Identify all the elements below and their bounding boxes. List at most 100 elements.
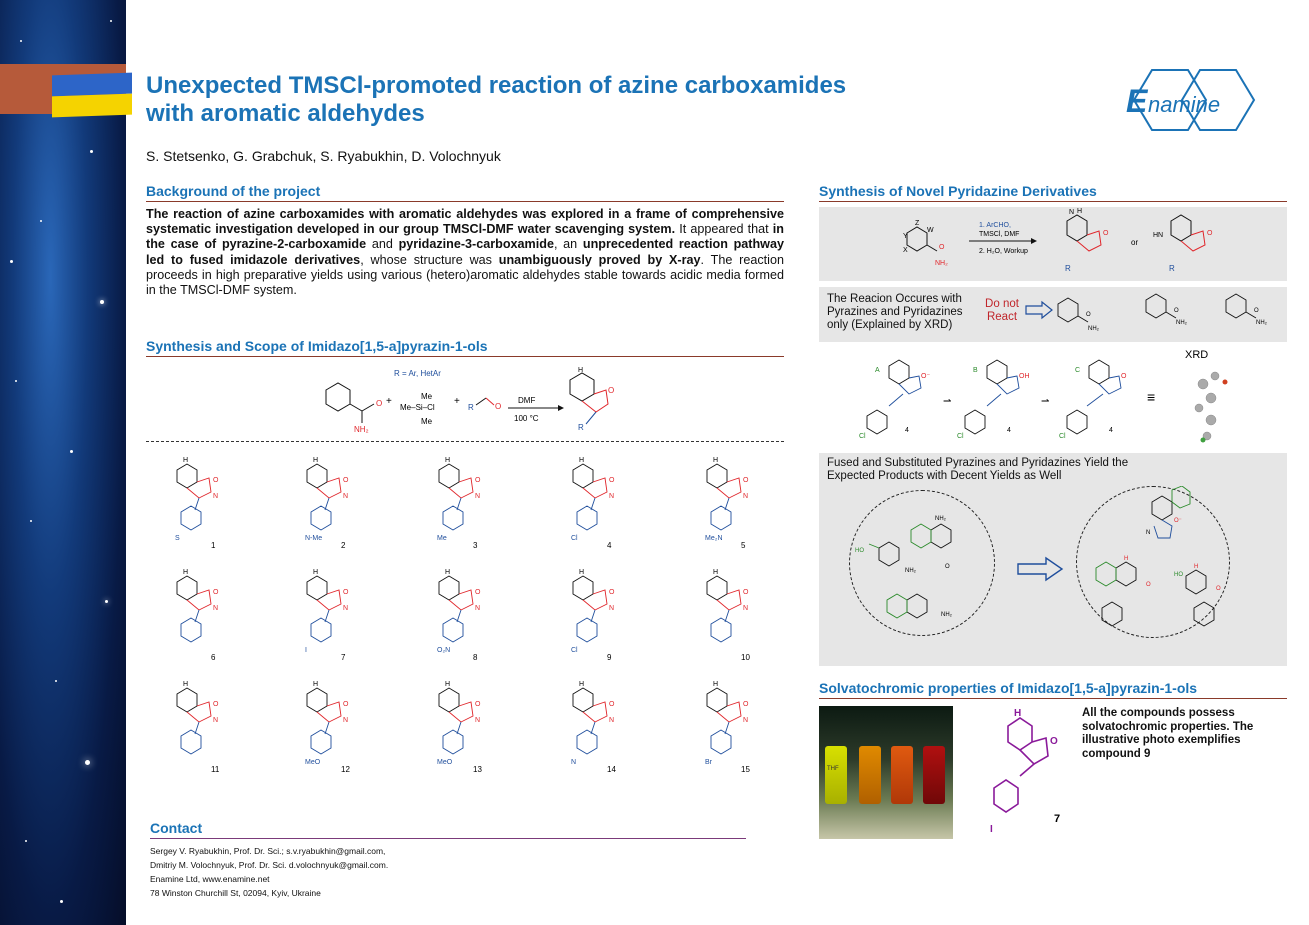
svg-text:H: H [713, 569, 718, 576]
svg-text:Me: Me [421, 417, 433, 426]
svg-text:H: H [1124, 556, 1128, 562]
pyridazine-title: Synthesis of Novel Pyridazine Derivative… [819, 183, 1287, 202]
compound-3-number: 3 [473, 541, 478, 550]
general-reaction-scheme: O NH₂ + Me–Si–Cl Me Me + R = Ar, HetAr R… [325, 367, 614, 434]
svg-text:O: O [1103, 230, 1109, 237]
svg-text:NH₂: NH₂ [354, 425, 369, 434]
svg-text:H: H [445, 457, 450, 464]
svg-text:NH₂: NH₂ [905, 568, 917, 574]
svg-text:O: O [1050, 736, 1058, 747]
svg-text:H: H [579, 681, 584, 688]
compound-12-substituent: MeO [305, 759, 321, 766]
authors: S. Stetsenko, G. Grabchuk, S. Ryabukhin,… [146, 148, 501, 164]
svg-text:O: O [343, 701, 349, 708]
svg-text:N: N [475, 717, 480, 724]
compound-2-number: 2 [341, 541, 346, 550]
svg-text:H: H [313, 681, 318, 688]
starting-materials-circle [849, 490, 995, 636]
svg-text:H: H [579, 457, 584, 464]
poster-title: Unexpected TMSCl-promoted reaction of az… [146, 72, 847, 127]
svg-text:namine: namine [1148, 92, 1220, 117]
svg-text:NH₂: NH₂ [935, 260, 948, 267]
svg-text:≡: ≡ [1147, 389, 1155, 405]
pyridazine-scheme-panel [819, 207, 1287, 281]
cond1: 1. ArCHO, [979, 222, 1011, 229]
svg-text:O: O [1254, 308, 1259, 314]
svg-text:HN: HN [1153, 232, 1163, 239]
svg-text:⇀: ⇀ [1041, 396, 1049, 407]
svg-text:N: N [743, 605, 748, 612]
svg-text:4: 4 [905, 427, 909, 434]
svg-text:Me: Me [421, 392, 433, 401]
compound-11-number: 11 [211, 765, 220, 774]
svg-text:O: O [343, 477, 349, 484]
svg-text:N: N [1146, 530, 1150, 536]
tautomers-panel: A B C O⁻ OH O Cl Cl Cl 4 4 4 ⇀ ⇀ ≡ XRD [859, 349, 1228, 443]
svg-text:R: R [1169, 264, 1175, 273]
compound-7-label: 7 [1054, 813, 1060, 825]
products-circle [1076, 486, 1230, 638]
svg-text:Cl: Cl [957, 433, 964, 440]
ukraine-flag-icon [52, 72, 132, 118]
svg-text:O: O [743, 477, 749, 484]
compound-6-number: 6 [211, 653, 216, 662]
svg-text:O: O [213, 477, 219, 484]
r-definition: R = Ar, HetAr [394, 369, 441, 378]
fused-products: O⁻ N H H HO O O [1095, 486, 1221, 627]
svg-text:O: O [743, 589, 749, 596]
solvato-title: Solvatochromic properties of Imidazo[1,5… [819, 680, 1287, 699]
contact-title: Contact [150, 820, 746, 839]
svg-text:O: O [213, 701, 219, 708]
svg-text:N: N [743, 493, 748, 500]
compound-7-structure: H O I 7 [990, 708, 1060, 835]
svg-text:NH₂: NH₂ [941, 612, 953, 618]
compound-9-substituent: Cl [571, 647, 578, 654]
solvato-text: All the compounds possess solvatochromic… [1082, 707, 1254, 760]
svg-text:O: O [945, 564, 950, 570]
compound-4-substituent: Cl [571, 535, 578, 542]
svg-text:H: H [445, 681, 450, 688]
xrd-label: XRD [1185, 349, 1208, 361]
svg-text:O⁻: O⁻ [921, 373, 930, 380]
compound-8-substituent: O₂N [437, 647, 450, 654]
svg-text:H: H [313, 569, 318, 576]
compound-3-substituent: Me [437, 535, 447, 542]
svg-text:NH₂: NH₂ [1176, 320, 1188, 326]
svg-text:R: R [578, 423, 584, 432]
svg-text:Me–Si–Cl: Me–Si–Cl [400, 403, 435, 412]
svg-text:Y: Y [903, 233, 908, 240]
svg-text:E: E [1126, 83, 1149, 119]
svg-text:O: O [1207, 230, 1213, 237]
compound-15-number: 15 [741, 765, 750, 774]
svg-text:O: O [213, 589, 219, 596]
svg-text:HO: HO [1174, 572, 1183, 578]
svg-text:H: H [445, 569, 450, 576]
svg-text:N: N [743, 717, 748, 724]
svg-text:O: O [609, 701, 615, 708]
scope-title: Synthesis and Scope of Imidazo[1,5-a]pyr… [146, 338, 784, 357]
svg-text:O: O [475, 701, 481, 708]
svg-text:O: O [939, 244, 945, 251]
svg-text:I: I [990, 824, 993, 835]
svg-text:H: H [183, 457, 188, 464]
starting-materials: HO NH₂ NH₂ O NH₂ [855, 516, 953, 619]
compound-5-number: 5 [741, 541, 746, 550]
svg-text:C: C [1075, 367, 1080, 374]
reacion-panel [819, 287, 1287, 342]
cond3: 2. H₂O, Workup [979, 248, 1028, 255]
background-title: Background of the project [146, 183, 784, 202]
svg-text:NH₂: NH₂ [935, 516, 947, 522]
svg-text:N: N [213, 717, 218, 724]
compound-15-substituent: Br [705, 759, 713, 766]
svg-text:NH₂: NH₂ [1256, 320, 1268, 326]
svg-text:+: + [454, 396, 460, 407]
divider [146, 441, 784, 442]
